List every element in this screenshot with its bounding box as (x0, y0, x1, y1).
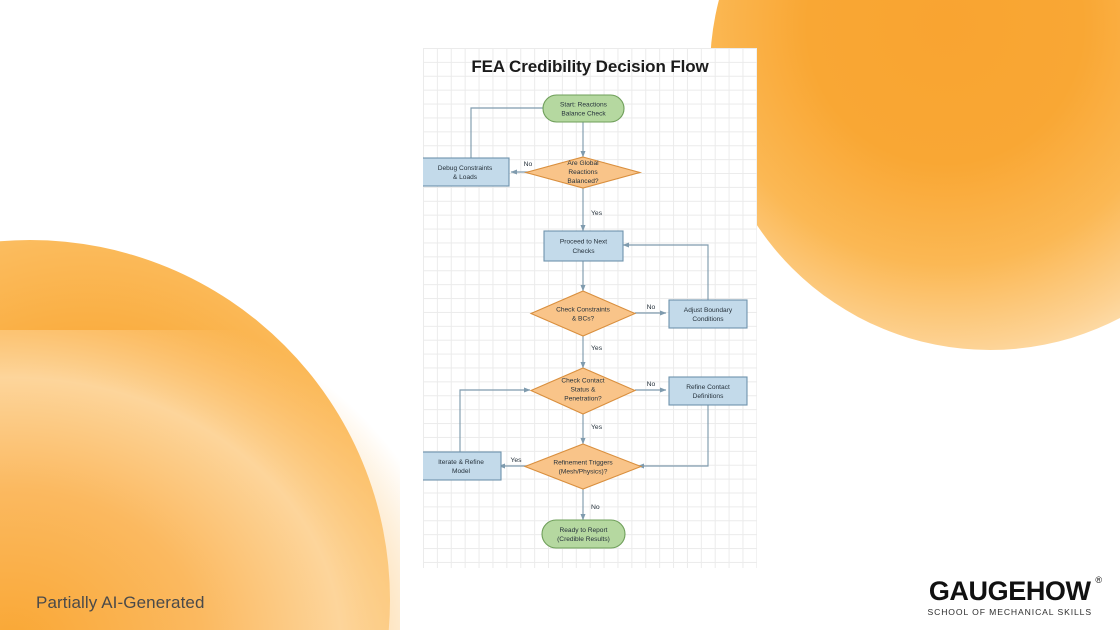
node-ready-line-1: Ready to Report (559, 527, 607, 534)
flowchart-svg: No Yes No Yes No Yes Yes No Start: React… (423, 94, 748, 549)
node-balanced-line-3: Balanced? (567, 178, 598, 185)
edge-iterate-to-contact (459, 387, 531, 452)
node-contact-shape (529, 367, 637, 415)
node-constraints-line-1: Check Constraints (556, 307, 611, 314)
node-debug-line-1: Debug Constraints (438, 165, 493, 172)
node-constraints-line-2: & BCs? (572, 316, 595, 323)
node-balanced-line-1: Are Global (567, 160, 599, 167)
node-proceed-line-1: Proceed to Next (560, 239, 607, 246)
node-adjust-shape (668, 299, 748, 329)
slide-caption: Partially AI-Generated (36, 593, 205, 612)
registered-mark-icon: ® (1095, 575, 1102, 585)
node-start-shape (542, 94, 625, 123)
node-iterate-shape (423, 451, 502, 481)
node-proceed-shape (543, 230, 624, 262)
node-balanced-shape (523, 156, 643, 189)
edge-refine-to-triggers (637, 404, 709, 469)
node-iterate-refine-model[interactable]: Iterate & Refine Model (423, 451, 502, 481)
decorative-blob-top-right (710, 0, 1120, 350)
node-triggers-shape (523, 443, 643, 490)
node-are-global-reactions-balanced[interactable]: Are Global Reactions Balanced? (523, 156, 643, 189)
node-iterate-line-1: Iterate & Refine (438, 459, 484, 466)
node-check-contact-status-penetration[interactable]: Check Contact Status & Penetration? (529, 367, 637, 415)
node-constraints-shape (529, 290, 637, 337)
node-iterate-line-2: Model (452, 468, 470, 475)
node-start[interactable]: Start: Reactions Balance Check (542, 94, 625, 123)
brand-name-text: GAUGEHOW (928, 576, 1091, 606)
edge-label-triggers-no: No (591, 504, 600, 511)
node-triggers-line-1: Refinement Triggers (553, 460, 613, 467)
node-debug-constraints-shape (423, 157, 510, 187)
flowchart-edge-labels: No Yes No Yes No Yes Yes No (510, 161, 655, 511)
node-check-constraints-bcs[interactable]: Check Constraints & BCs? (529, 290, 637, 337)
flowchart-edges (459, 105, 709, 521)
brand-tagline: SCHOOL OF MECHANICAL SKILLS (927, 607, 1092, 617)
node-contact-line-3: Penetration? (564, 396, 602, 403)
node-refine-line-2: Definitions (693, 393, 724, 400)
edge-debug-to-start (470, 105, 553, 158)
node-contact-line-1: Check Contact (561, 378, 604, 385)
node-adjust-line-1: Adjust Boundary (684, 307, 733, 314)
node-proceed-to-next-checks[interactable]: Proceed to Next Checks (543, 230, 624, 262)
node-triggers-line-2: (Mesh/Physics)? (559, 469, 608, 476)
node-start-line-2: Balance Check (561, 111, 606, 118)
brand-logo: GAUGEHOW ® SCHOOL OF MECHANICAL SKILLS (927, 576, 1102, 617)
node-refinement-triggers[interactable]: Refinement Triggers (Mesh/Physics)? (523, 443, 643, 490)
edge-label-balanced-yes: Yes (591, 210, 603, 217)
node-proceed-line-2: Checks (573, 248, 596, 255)
node-balanced-line-2: Reactions (568, 169, 598, 176)
node-ready-to-report[interactable]: Ready to Report (Credible Results) (541, 519, 626, 549)
node-adjust-boundary-conditions[interactable]: Adjust Boundary Conditions (668, 299, 748, 329)
node-refine-shape (668, 376, 748, 406)
decorative-blob-bottom-strip (0, 330, 400, 630)
edge-label-balanced-no: No (524, 161, 533, 168)
edge-label-constraints-no: No (647, 304, 656, 311)
node-refine-contact-definitions[interactable]: Refine Contact Definitions (668, 376, 748, 406)
node-ready-line-2: (Credible Results) (557, 536, 610, 543)
flowchart-title: FEA Credibility Decision Flow (471, 57, 709, 76)
edge-label-contact-no: No (647, 381, 656, 388)
edge-adjust-to-proceed (622, 242, 709, 300)
edge-label-triggers-yes: Yes (510, 457, 522, 464)
node-debug-constraints[interactable]: Debug Constraints & Loads (423, 157, 510, 187)
node-adjust-line-2: Conditions (692, 316, 724, 323)
edge-label-contact-yes: Yes (591, 424, 603, 431)
node-debug-line-2: & Loads (453, 174, 478, 181)
node-refine-line-1: Refine Contact (686, 384, 730, 391)
brand-name: GAUGEHOW ® (928, 576, 1102, 606)
node-contact-line-2: Status & (571, 387, 597, 394)
flowchart-canvas: FEA Credibility Decision Flow (423, 48, 757, 568)
edge-label-constraints-yes: Yes (591, 345, 603, 352)
node-ready-shape (541, 519, 626, 549)
node-start-line-1: Start: Reactions (560, 102, 608, 109)
